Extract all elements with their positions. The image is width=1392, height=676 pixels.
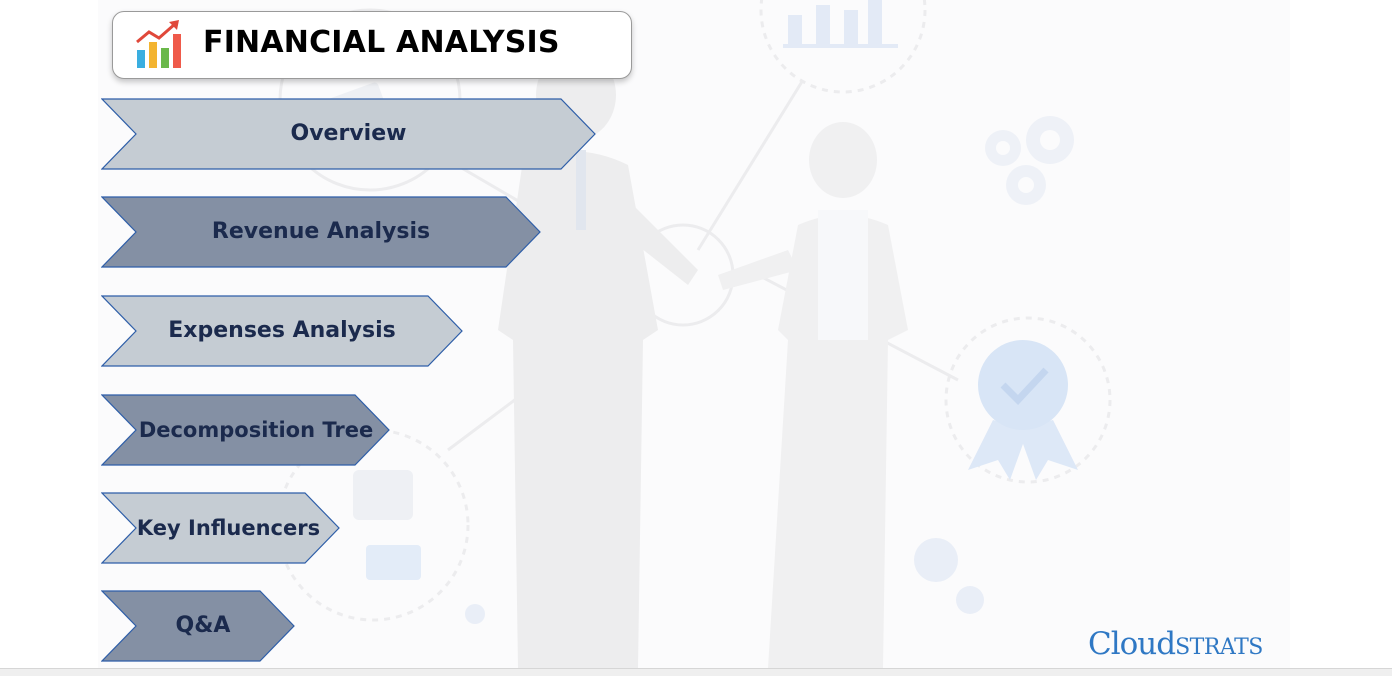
chart-growth-icon — [136, 20, 181, 68]
nav-item-expenses-analysis[interactable]: Expenses Analysis — [101, 295, 464, 367]
nav-item-revenue-analysis[interactable]: Revenue Analysis — [101, 196, 542, 268]
chevron-shape — [101, 394, 390, 466]
logo-text-sub: STRATS — [1175, 635, 1263, 660]
nav-label-decomposition-tree: Decomposition Tree — [138, 418, 374, 442]
chevron-shape — [101, 98, 596, 170]
nav-item-qa[interactable]: Q&A — [101, 590, 296, 662]
logo-text-main: Cloud — [1088, 626, 1176, 662]
nav-item-overview[interactable]: Overview — [101, 98, 597, 170]
chevron-shape — [101, 590, 295, 662]
nav-item-decomposition-tree[interactable]: Decomposition Tree — [101, 394, 391, 466]
nav-label-overview: Overview — [290, 121, 407, 146]
page-title: FINANCIAL ANALYSIS — [203, 25, 560, 60]
status-bar — [0, 668, 1392, 676]
nav-label-revenue-analysis: Revenue Analysis — [211, 219, 431, 244]
nav-label-key-influencers: Key Influencers — [136, 516, 321, 540]
chevron-shape — [101, 492, 340, 564]
chevron-shape — [101, 196, 541, 268]
nav-label-qa: Q&A — [175, 613, 231, 638]
title-box: FINANCIAL ANALYSIS — [112, 11, 632, 79]
chevron-shape — [101, 295, 463, 367]
cloudstrats-logo: CloudSTRATS — [1088, 626, 1263, 666]
nav-label-expenses-analysis: Expenses Analysis — [168, 318, 396, 343]
nav-item-key-influencers[interactable]: Key Influencers — [101, 492, 341, 564]
